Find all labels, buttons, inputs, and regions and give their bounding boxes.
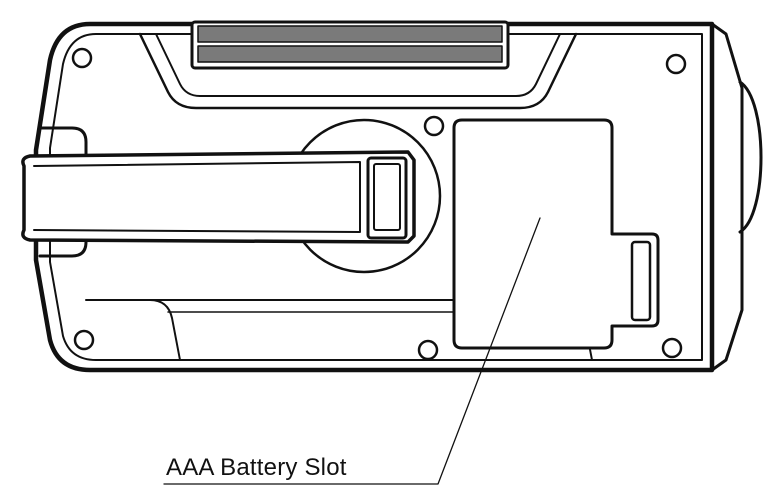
screws: [71, 47, 687, 361]
side-knob: [738, 80, 763, 234]
screw-top-right: [665, 53, 687, 75]
crank-handle-grip: [366, 156, 408, 240]
battery-door-latch: [630, 240, 652, 322]
top-contour-inner: [155, 33, 561, 97]
battery-slot-door: [452, 118, 660, 350]
screw-bottom-left: [73, 329, 95, 351]
housing-inner-edge: [49, 33, 703, 361]
solar-panel-cell-upper: [197, 25, 503, 43]
crank-handle: [21, 150, 416, 244]
callout-leader-line: [163, 217, 541, 485]
screw-bottom-middle: [417, 339, 439, 361]
solar-panel-cell-lower: [197, 45, 503, 63]
bottom-contour: [85, 299, 181, 361]
crank-handle-grip-inner: [373, 163, 401, 231]
top-contour-plate: [138, 32, 578, 110]
right-side-bumper: [710, 22, 744, 372]
screw-upper-middle: [423, 115, 445, 137]
screw-bottom-right: [661, 337, 683, 359]
crank-handle-inner: [33, 161, 361, 233]
strap-loop-top: [38, 126, 88, 162]
battery-slot-label: AAA Battery Slot: [166, 454, 347, 481]
device-housing: [33, 21, 715, 373]
screw-top-left: [71, 47, 93, 69]
